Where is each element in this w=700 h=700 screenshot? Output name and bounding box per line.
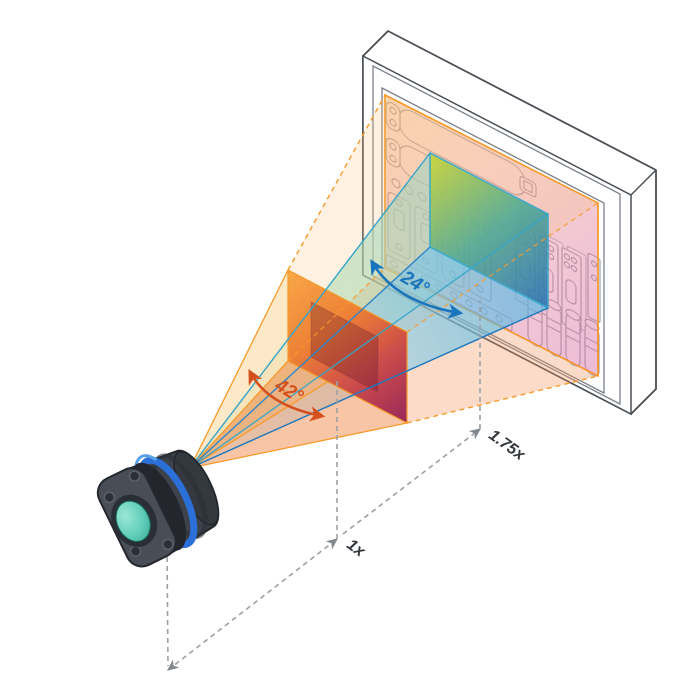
panel-door-frame [372, 64, 621, 406]
camera-drop-line [166, 547, 169, 667]
camera-lens-glass [115, 500, 151, 542]
fov-angle-24-arc [370, 259, 464, 319]
ground-line-to-1x [166, 538, 339, 671]
screw-icon [162, 538, 174, 551]
zoom-1x-label: 1x [343, 536, 368, 561]
screw-icon [129, 545, 142, 558]
zoom-175x-label: 1.75x [485, 427, 528, 465]
ground-line-to-175x [342, 428, 482, 535]
narrow-fov-inset-rect [310, 301, 379, 393]
fov-angle-42-arc [248, 369, 326, 422]
distance-dashed-lines [166, 300, 482, 671]
screw-icon [128, 470, 141, 482]
panel-depth-edges [362, 30, 657, 415]
screw-icon [103, 491, 116, 504]
camera-screws [103, 470, 174, 558]
thermal-camera-lens [96, 449, 220, 568]
